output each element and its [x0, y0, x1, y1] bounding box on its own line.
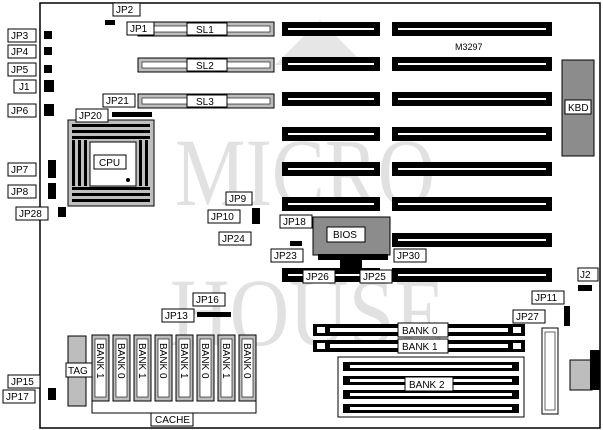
- slot-sl2: SL2: [137, 57, 275, 73]
- jumper-jp3: JP3: [7, 28, 52, 43]
- svg-text:JP7: JP7: [11, 165, 29, 176]
- jumper-j2: J2: [577, 267, 599, 291]
- cpu-socket: CPU: [67, 119, 155, 207]
- cache-chip: BANK 1: [91, 334, 110, 402]
- svg-text:JP18: JP18: [283, 217, 306, 228]
- svg-text:JP27: JP27: [516, 312, 539, 323]
- svg-text:JP28: JP28: [19, 209, 42, 220]
- jumper-jp25: JP25: [359, 269, 393, 284]
- bank2-label: BANK 2: [409, 380, 445, 391]
- svg-text:JP6: JP6: [11, 106, 29, 117]
- jumper-jp6: JP6: [7, 103, 54, 118]
- cache-array: TAG BANK 1 BANK 0 BANK 1 BANK 0 BANK 1 BANK 0…: [65, 334, 257, 427]
- jumper-jp24: JP24: [218, 231, 252, 246]
- svg-text:JP8: JP8: [11, 187, 29, 198]
- jumper-jp1: JP1: [126, 21, 155, 36]
- cache-chip: BANK 1: [217, 334, 236, 402]
- cache-chip-label: BANK 1: [136, 343, 147, 379]
- cache-chip-label: BANK 1: [220, 343, 231, 379]
- svg-text:J2: J2: [580, 270, 591, 281]
- svg-text:JP15: JP15: [11, 377, 34, 388]
- cpu-label: CPU: [99, 158, 120, 169]
- svg-text:JP2: JP2: [116, 5, 134, 16]
- kbd-label: KBD: [568, 103, 589, 114]
- jumper-jp9: JP9: [225, 191, 253, 206]
- keyboard-connector: KBD: [561, 59, 595, 157]
- sl1-label: SL1: [196, 25, 214, 36]
- simm-bank-0: BANK 0: [313, 322, 525, 338]
- cache-chip: BANK 0: [112, 334, 131, 402]
- svg-text:JP1: JP1: [130, 24, 148, 35]
- bank1-label: BANK 1: [402, 342, 438, 353]
- jumper-jp18: JP18: [279, 214, 313, 246]
- svg-text:JP25: JP25: [363, 272, 386, 283]
- svg-text:JP16: JP16: [196, 295, 219, 306]
- power-connector: [541, 327, 600, 415]
- sl3-label: SL3: [196, 97, 214, 108]
- svg-text:JP10: JP10: [211, 212, 234, 223]
- svg-text:JP30: JP30: [397, 251, 420, 262]
- svg-text:JP26: JP26: [306, 272, 329, 283]
- cache-chip: BANK 1: [133, 334, 152, 402]
- cache-chip: BANK 0: [154, 334, 173, 402]
- jumper-j1: J1: [13, 79, 54, 94]
- jumper-jp26: JP26: [302, 269, 336, 284]
- svg-text:JP9: JP9: [229, 194, 247, 205]
- cache-chip-label: BANK 1: [94, 343, 105, 379]
- jumper-jp23: JP23: [270, 248, 304, 263]
- jumper-jp2: JP2: [105, 2, 141, 25]
- jumper-jp20: JP20: [75, 108, 152, 123]
- jumper-jp28: JP28: [15, 206, 66, 221]
- cache-chip: BANK 0: [196, 334, 215, 402]
- jumper-jp16: JP16: [192, 292, 226, 307]
- slot-sl3: SL3: [137, 93, 275, 109]
- svg-text:JP4: JP4: [11, 47, 29, 58]
- svg-text:JP24: JP24: [222, 234, 245, 245]
- cache-chip: BANK 1: [175, 334, 194, 402]
- tag-label: TAG: [68, 366, 88, 377]
- jumper-jp10: JP10: [207, 208, 260, 224]
- board-outline: [39, 2, 601, 429]
- svg-text:J1: J1: [19, 82, 30, 93]
- cache-chip: BANK 0: [238, 334, 257, 402]
- board-model-label: M3297: [455, 42, 483, 52]
- cache-label: CACHE: [155, 415, 190, 426]
- cache-chip-label: BANK 0: [199, 343, 210, 379]
- jumper-jp8: JP8: [7, 183, 56, 199]
- jumper-jp11: JP11: [531, 290, 565, 305]
- svg-text:JP5: JP5: [11, 65, 29, 76]
- jumper-jp5: JP5: [7, 62, 52, 77]
- isa-slots-right: [392, 22, 552, 282]
- cache-chip-label: BANK 1: [178, 343, 189, 379]
- jumper-jp7: JP7: [7, 160, 56, 178]
- jumper-jp27: JP27: [512, 306, 570, 326]
- jumper-jp13: JP13: [161, 308, 231, 323]
- svg-text:JP13: JP13: [165, 311, 188, 322]
- bios-chip: BIOS: [312, 216, 391, 256]
- bank0-label: BANK 0: [402, 326, 438, 337]
- jumper-jp17: JP17: [2, 388, 56, 404]
- svg-text:JP3: JP3: [11, 31, 29, 42]
- svg-text:JP21: JP21: [106, 96, 129, 107]
- sl2-label: SL2: [196, 61, 214, 72]
- jumper-labels: JP2 JP1 JP3 JP4 JP5 J1 JP6 JP7 JP8 JP28 …: [2, 2, 599, 404]
- cache-chip-label: BANK 0: [241, 343, 252, 379]
- svg-text:JP23: JP23: [274, 251, 297, 262]
- jumper-jp21: JP21: [102, 93, 136, 108]
- simm-bank-1: BANK 1: [313, 338, 525, 354]
- jumper-jp4: JP4: [7, 44, 52, 59]
- cache-chip-label: BANK 0: [157, 343, 168, 379]
- cache-chip-label: BANK 0: [115, 343, 126, 379]
- svg-text:JP11: JP11: [535, 293, 557, 304]
- jumper-jp30: JP30: [393, 248, 427, 263]
- slot-sl1: SL1: [137, 21, 275, 37]
- jumper-jp15: JP15: [7, 374, 41, 389]
- bios-label: BIOS: [333, 230, 357, 241]
- simm-bank-2: BANK 2: [337, 356, 525, 418]
- svg-text:JP17: JP17: [6, 392, 29, 403]
- svg-text:JP20: JP20: [79, 111, 102, 122]
